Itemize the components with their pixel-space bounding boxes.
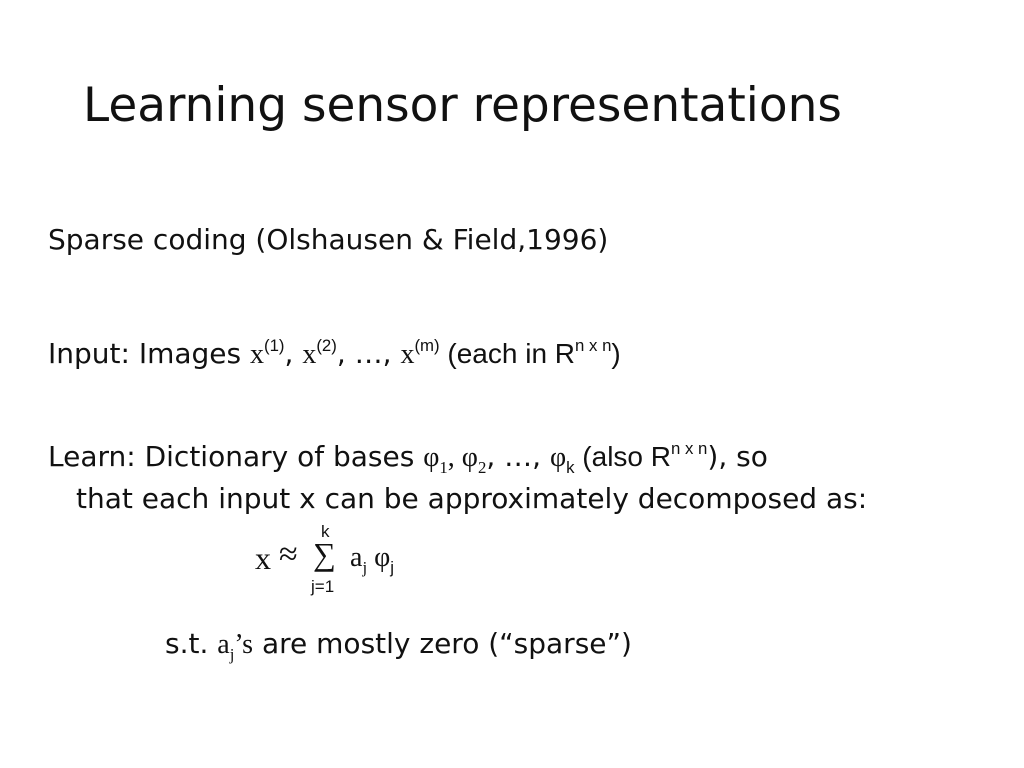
learn-sub-1: 1 — [439, 457, 448, 477]
input-each-suffix: ) — [611, 338, 621, 369]
input-sep-1: , — [284, 337, 303, 370]
learn-phi-k: φ — [549, 442, 567, 473]
learn-also-suffix: ), so — [707, 440, 768, 473]
constraint-line: s.t. aj’s are mostly zero (“sparse”) — [165, 627, 632, 664]
learn-line-2: that each input x can be approximately d… — [76, 482, 868, 515]
input-each-prefix: (each in R — [439, 338, 576, 369]
learn-sep-2: , …, — [486, 440, 550, 473]
learn-also-sup: n x n — [671, 439, 708, 458]
input-sup-1: (1) — [264, 336, 285, 355]
formula-approx: ≈ — [279, 536, 298, 573]
learn-phi-2: φ — [461, 442, 478, 473]
formula-a: a — [350, 542, 363, 573]
formula-lower-limit: j=1 — [311, 577, 335, 596]
input-x2: x — [302, 339, 317, 370]
st-apos-s: ’s — [234, 629, 254, 660]
input-sup-m: (m) — [414, 336, 440, 355]
input-x1: x — [250, 339, 265, 370]
st-prefix: s.t. — [165, 627, 218, 660]
decomposition-formula: x ≈ ∑ k j=1 aj φj — [255, 522, 435, 602]
st-a-sub: j — [229, 644, 235, 664]
input-label: Input: Images — [48, 337, 251, 370]
learn-also-prefix: (also R — [574, 441, 671, 472]
input-xm: x — [400, 339, 415, 370]
formula-sigma: ∑ — [313, 536, 336, 572]
input-sep-2: , …, — [336, 337, 401, 370]
learn-sub-k: k — [566, 457, 575, 477]
slide-title: Learning sensor representations — [83, 78, 842, 133]
learn-label: Learn: Dictionary of bases — [48, 440, 424, 473]
st-suffix: are mostly zero (“sparse”) — [253, 627, 632, 660]
learn-phi-1: φ — [423, 442, 440, 473]
formula-a-sub: j — [362, 557, 368, 577]
input-each-sup: n x n — [575, 336, 612, 355]
st-a: a — [217, 629, 230, 660]
input-line: Input: Images x(1), x(2), …, x(m) (each … — [48, 337, 621, 371]
formula-phi-sub: j — [390, 557, 395, 577]
formula-upper-limit: k — [321, 522, 330, 541]
formula-x: x — [255, 540, 271, 576]
input-sup-2: (2) — [316, 336, 337, 355]
learn-sub-2: 2 — [477, 457, 487, 477]
formula-phi: φ — [374, 542, 391, 573]
sparse-coding-line: Sparse coding (Olshausen & Field,1996) — [48, 223, 609, 256]
learn-sep-1: , — [447, 442, 462, 473]
formula-term: aj φj — [350, 542, 395, 577]
learn-line: Learn: Dictionary of bases φ1, φ2, …, φk… — [48, 439, 768, 477]
